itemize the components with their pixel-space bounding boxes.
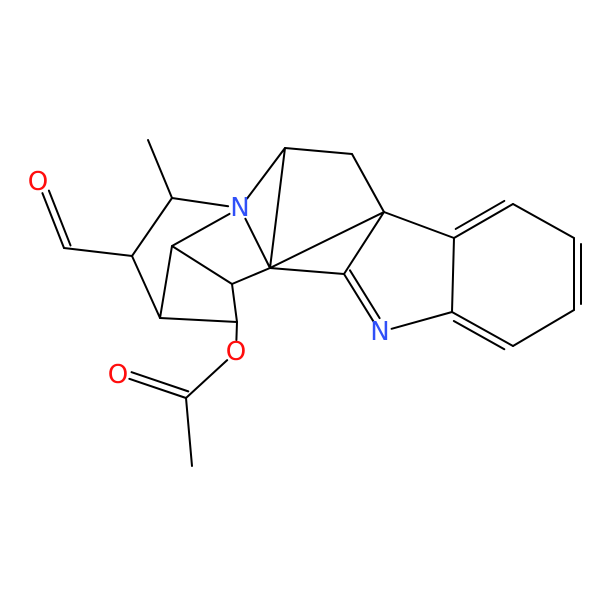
bond-c13-c14 [451, 311, 514, 347]
bond-acyl-methyl [185, 397, 193, 467]
bond-c14-c15 [512, 309, 575, 347]
bond-c3-n1 [171, 197, 230, 208]
bond-methyl [147, 139, 173, 199]
bond-c11-n2-second-line [348, 269, 381, 320]
atom-label-o2: O [226, 337, 246, 367]
atom-label-layer: O N O O N [28, 167, 390, 390]
bond-c10-c11 [343, 211, 385, 275]
bond-c16-c17 [512, 203, 575, 239]
bond-c13-c14-second-line [452, 320, 506, 351]
bond-c5-c6 [231, 283, 238, 323]
bond-aldehyde-carbon [63, 247, 133, 257]
bond-c9-c10 [351, 153, 385, 213]
bond-c1-c10 [269, 211, 385, 269]
bond-c8-c6 [159, 317, 238, 323]
bond-aldehyde-co [41, 192, 65, 249]
bond-c1-c11 [269, 267, 345, 275]
bond-c17-c12 [453, 203, 514, 239]
atom-label-n2: N [370, 317, 389, 347]
atom-label-o3: O [108, 360, 128, 390]
bond-n2-c13 [390, 311, 453, 330]
bond-o2-acyl [185, 359, 229, 399]
bond-aldehyde-co-second-line [47, 189, 72, 247]
bond-c5-c1 [231, 267, 271, 285]
bond-c4-c5 [171, 245, 233, 285]
bond-c4-n1 [171, 212, 231, 247]
atom-label-n1: N [230, 193, 249, 223]
bond-c8-c4 [159, 245, 173, 319]
bond-c11-n2 [343, 273, 375, 323]
bond-c12-c13 [451, 237, 455, 313]
bond-c7-c1 [269, 147, 286, 269]
bond-c3-c2 [131, 197, 173, 257]
bond-acyl-co-second-line [130, 371, 190, 393]
bond-layer [41, 139, 582, 467]
bond-c10-c12 [383, 211, 455, 239]
bond-n1-c7 [246, 147, 286, 200]
bond-n1-c1 [244, 217, 271, 269]
bond-acyl-co [128, 377, 187, 399]
bond-c7-c9 [284, 147, 353, 155]
bond-c17-c12-second-line [454, 199, 506, 230]
bond-c6-o2 [235, 321, 238, 342]
atom-label-o1: O [28, 167, 48, 197]
bond-c2-c8 [131, 255, 161, 319]
